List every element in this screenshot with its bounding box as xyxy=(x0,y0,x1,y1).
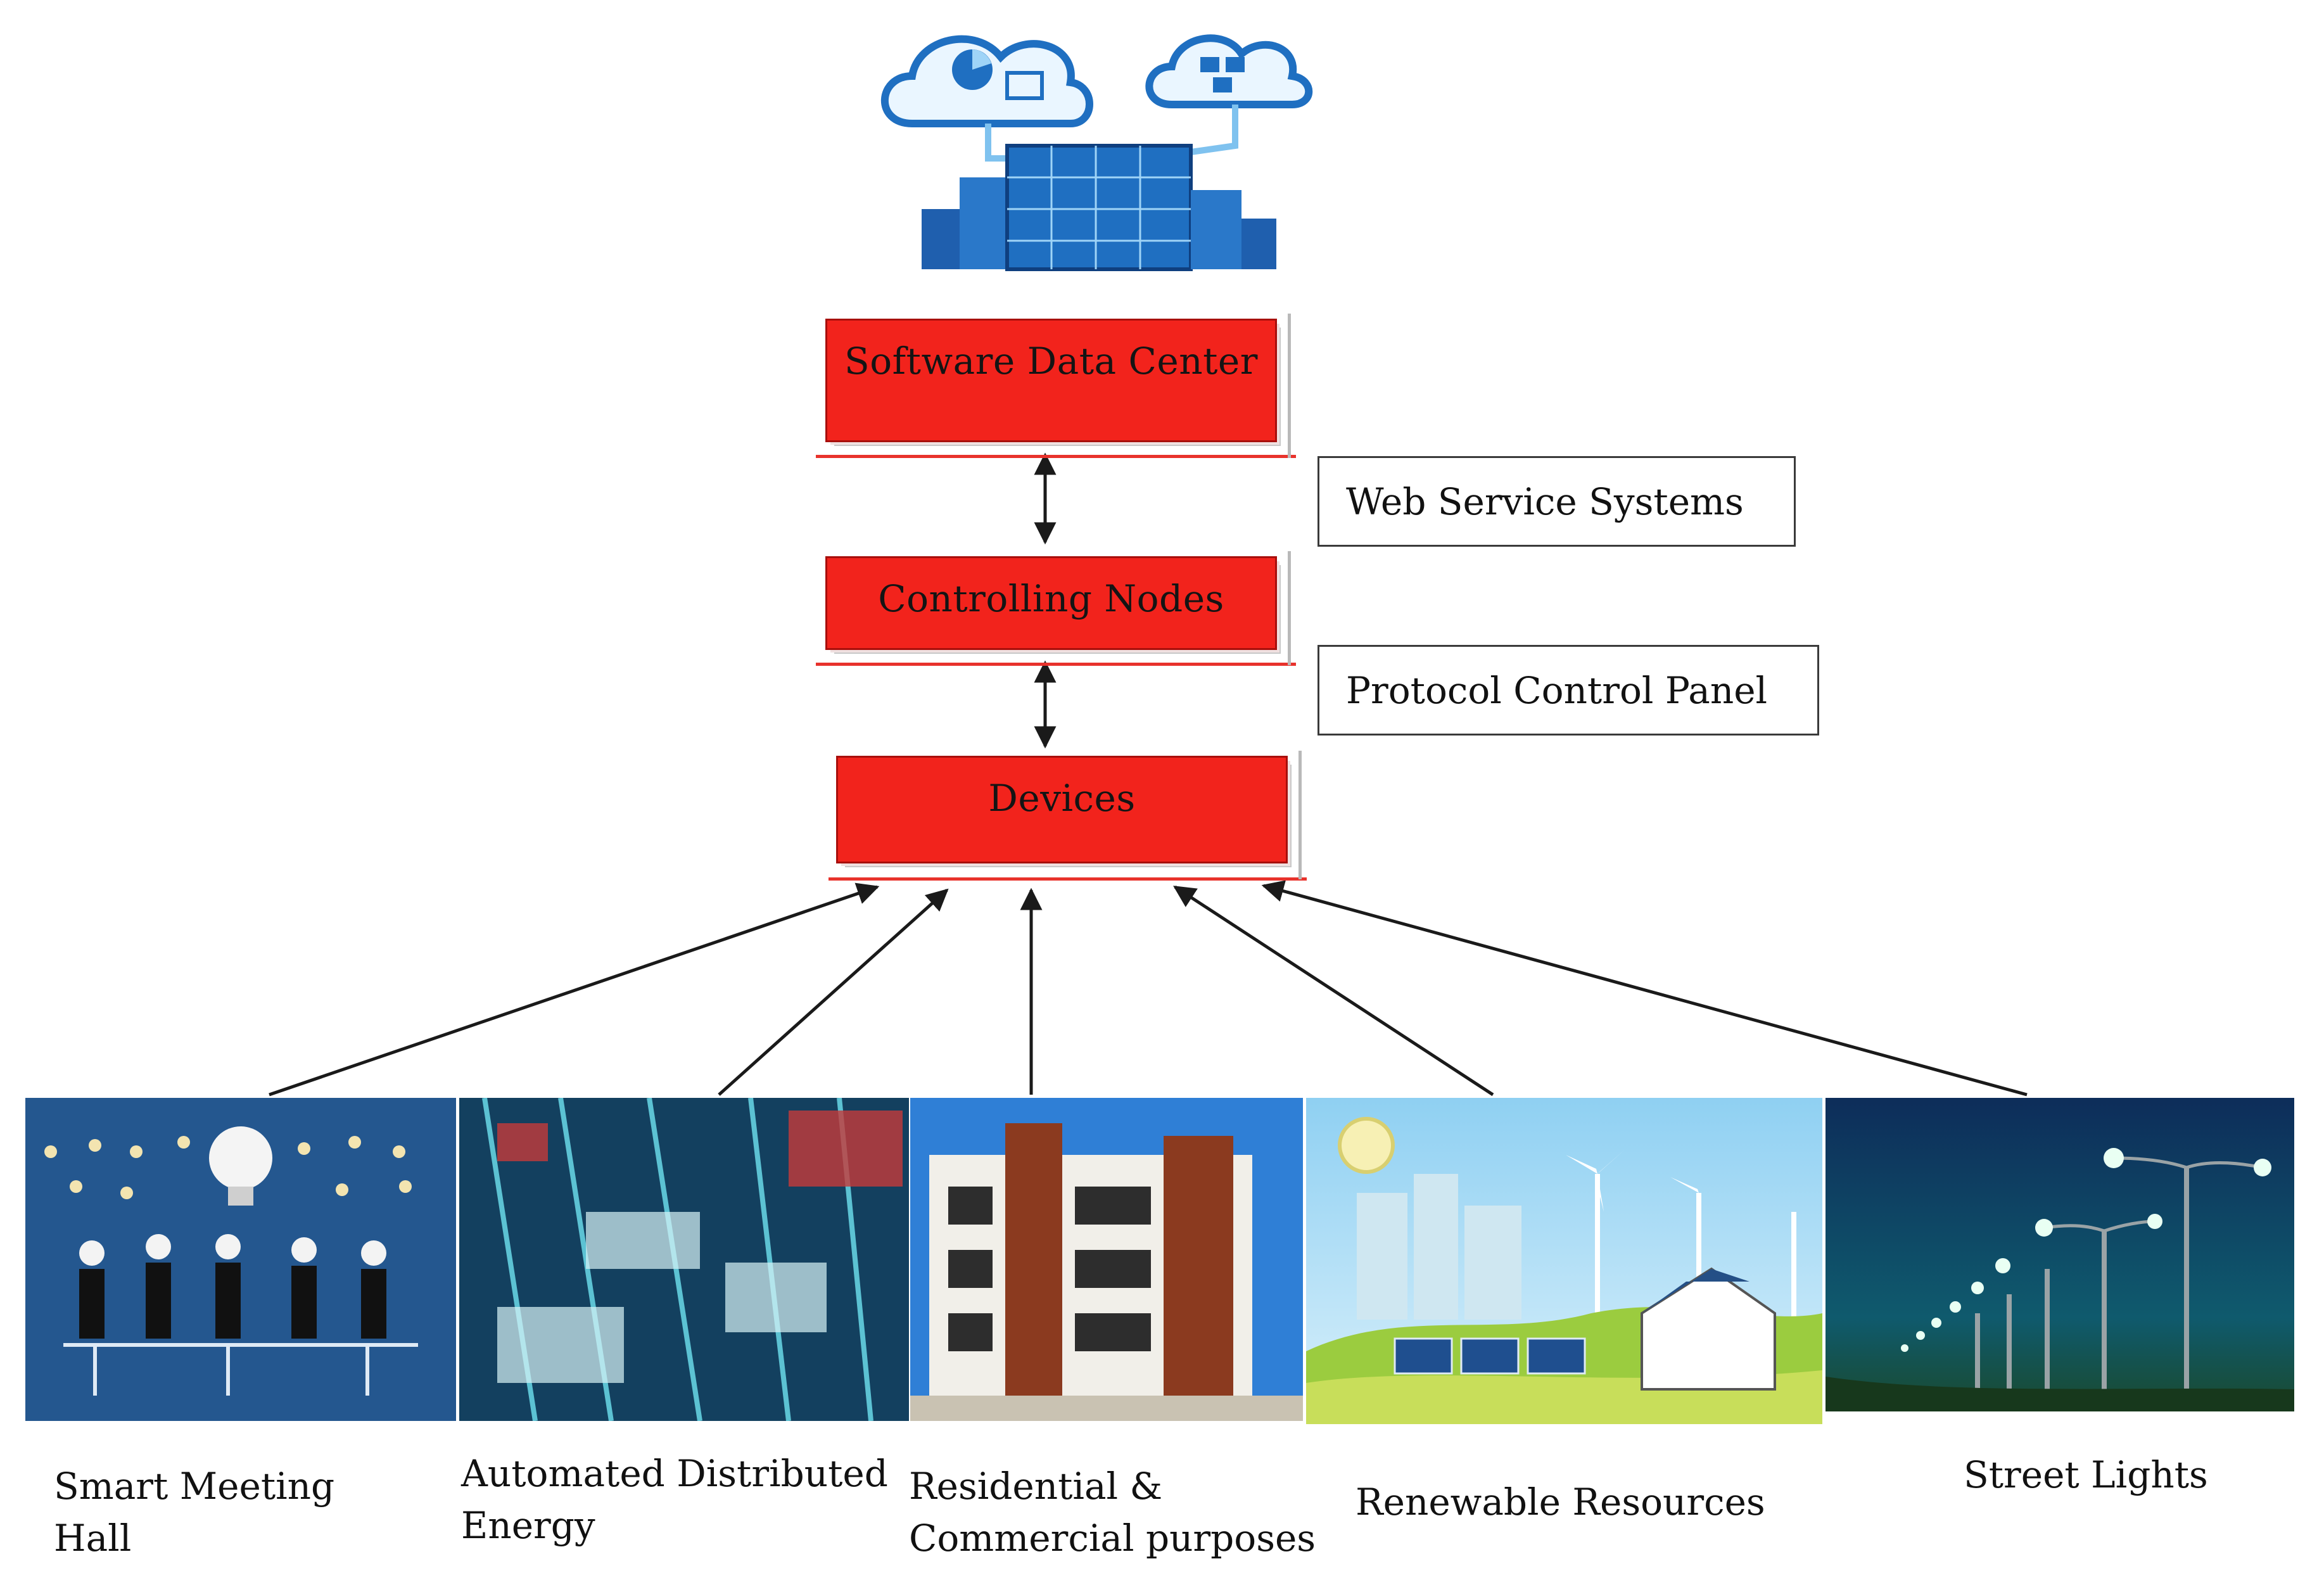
residential-building-image xyxy=(910,1098,1303,1421)
street-lights-image xyxy=(1826,1098,2294,1411)
divider xyxy=(1288,314,1291,458)
caption-line: Street Lights xyxy=(1964,1453,2208,1496)
distributed-energy-image xyxy=(459,1098,909,1421)
divider xyxy=(1288,551,1291,665)
caption-line: Renewable Resources xyxy=(1356,1481,1765,1524)
software-data-center-label: Software Data Center xyxy=(844,340,1258,383)
controlling-nodes-label: Controlling Nodes xyxy=(878,577,1224,620)
protocol-control-panel-box: Protocol Control Panel xyxy=(1318,645,1819,736)
protocol-control-panel-label: Protocol Control Panel xyxy=(1346,668,1768,712)
caption-line: Residential & xyxy=(909,1465,1163,1508)
arrow-meeting-hall xyxy=(269,882,880,1097)
caption-street-lights: Street Lights xyxy=(1964,1449,2208,1501)
divider xyxy=(816,455,1296,458)
divider xyxy=(816,663,1296,666)
caption-line: Energy xyxy=(461,1504,595,1547)
caption-meeting-hall: Smart Meeting Hall xyxy=(54,1460,334,1564)
caption-line: Commercial purposes xyxy=(909,1517,1316,1560)
arrow-street-lights xyxy=(1261,880,2028,1097)
caption-line: Smart Meeting xyxy=(54,1465,335,1508)
controlling-nodes-box: Controlling Nodes xyxy=(825,556,1277,650)
devices-box: Devices xyxy=(836,756,1288,863)
caption-distributed-energy: Automated Distributed Energy xyxy=(461,1448,888,1551)
divider xyxy=(1299,751,1302,879)
software-data-center-box: Software Data Center xyxy=(825,319,1277,442)
arrow-distributed-energy xyxy=(718,888,949,1096)
devices-label: Devices xyxy=(988,777,1136,820)
meeting-hall-image xyxy=(25,1098,456,1421)
web-service-systems-label: Web Service Systems xyxy=(1346,480,1744,523)
caption-renewable: Renewable Resources xyxy=(1356,1476,1765,1528)
caption-residential: Residential & Commercial purposes xyxy=(909,1460,1316,1564)
cloud-data-center-icon xyxy=(880,34,1313,271)
arrow-renewable xyxy=(1173,885,1494,1097)
caption-line: Automated Distributed xyxy=(461,1452,888,1495)
divider xyxy=(829,877,1307,881)
web-service-systems-box: Web Service Systems xyxy=(1318,456,1796,547)
caption-line: Hall xyxy=(54,1517,132,1560)
renewable-energy-image xyxy=(1306,1098,1822,1424)
